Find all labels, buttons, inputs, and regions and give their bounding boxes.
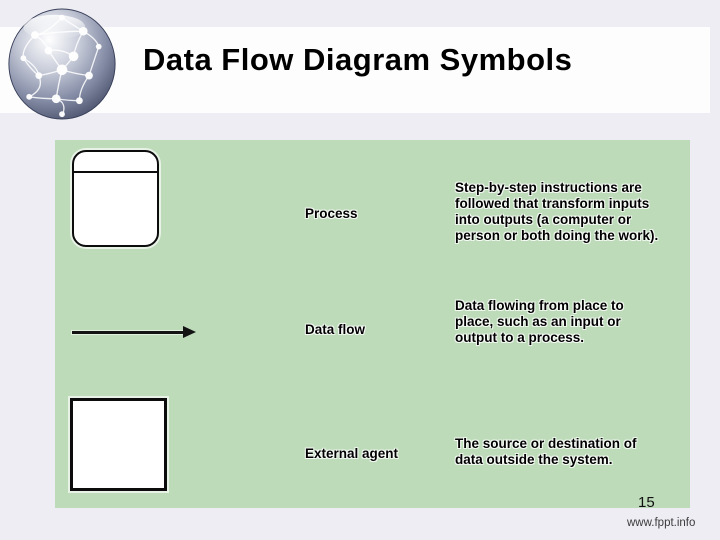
data-flow-description: Data flowing from place to place, such a…	[455, 298, 624, 345]
data-flow-label: Data flow	[305, 322, 366, 337]
data-flow-arrow-icon	[72, 325, 196, 339]
external-agent-description: The source or destination of data outsid…	[455, 436, 637, 467]
fppt-watermark: www.fppt.info	[627, 517, 696, 529]
arrow-head	[183, 326, 196, 338]
external-agent-label: External agent	[305, 446, 399, 461]
arrow-shaft	[72, 331, 184, 334]
slide-page-number: 15	[638, 494, 655, 511]
process-symbol	[72, 150, 159, 247]
page-title: Data Flow Diagram Symbols	[143, 42, 573, 77]
process-symbol-header-strip	[74, 152, 157, 173]
process-description: Step-by-step instructions are followed t…	[455, 180, 659, 243]
globe-network-logo-icon	[8, 8, 116, 120]
symbols-table: Process Step-by-step instructions are fo…	[55, 140, 690, 508]
process-label: Process	[305, 206, 358, 221]
external-agent-symbol	[70, 398, 167, 491]
title-band	[0, 27, 710, 113]
